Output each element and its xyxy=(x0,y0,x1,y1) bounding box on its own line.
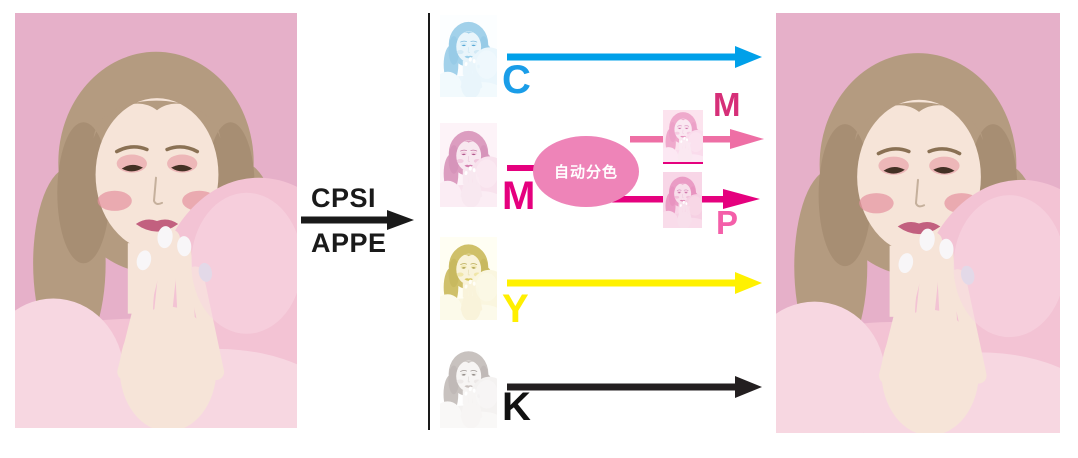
cyan-channel-thumbnail xyxy=(440,15,497,97)
processor-arrow xyxy=(301,210,414,230)
magenta-channel-thumbnail xyxy=(440,123,497,207)
black-channel-label: K xyxy=(502,385,531,429)
auto-separation-bubble: 自动分色 xyxy=(533,136,639,207)
magenta-channel-label: M xyxy=(502,174,536,218)
black-channel-thumbnail xyxy=(440,343,497,428)
auto-separation-label: 自动分色 xyxy=(553,164,618,181)
yellow-channel-thumbnail xyxy=(440,237,497,320)
processor-label-appe: APPE xyxy=(311,228,387,258)
cyan-arrow xyxy=(507,46,762,68)
yellow-arrow xyxy=(507,272,762,294)
output-m-thumbnail xyxy=(663,110,703,162)
original-photo xyxy=(15,13,297,428)
output-photo xyxy=(776,13,1060,433)
output-m-underline xyxy=(663,162,703,164)
yellow-channel-label: Y xyxy=(502,287,529,331)
output-p-thumbnail xyxy=(663,172,702,228)
magenta-connector-line xyxy=(507,165,537,171)
divider-line xyxy=(428,13,430,430)
cyan-channel-label: C xyxy=(502,58,531,102)
output-p-label: P xyxy=(716,204,739,241)
processor-label-cpsi: CPSI xyxy=(311,183,377,213)
black-arrow xyxy=(507,376,762,398)
output-m-label: M xyxy=(713,86,741,123)
